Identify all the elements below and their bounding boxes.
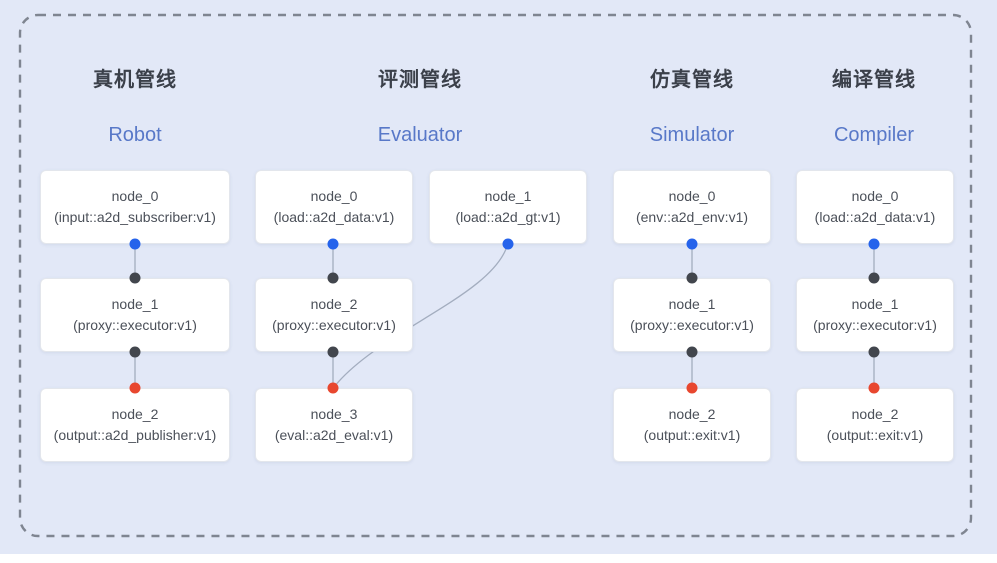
- node-box-compiler-node0: node_0 (load::a2d_data:v1): [796, 170, 954, 244]
- input-port-dot-black: [327, 272, 339, 284]
- pipeline-title-en-simulator: Simulator: [649, 124, 735, 146]
- node-detail: (load::a2d_gt:v1): [455, 209, 561, 225]
- dashed-boundary: [18, 13, 973, 538]
- output-port-dot-blue: [868, 238, 880, 250]
- node-detail: (proxy::executor:v1): [813, 317, 937, 333]
- node-box-evaluator-node2: node_2 (proxy::executor:v1): [255, 278, 413, 352]
- input-port-dot-black: [686, 272, 698, 284]
- output-port-dot-blue: [327, 238, 339, 250]
- pipeline-title-en-robot: Robot: [108, 124, 162, 146]
- node-name: node_2: [851, 406, 899, 422]
- node-detail: (output::a2d_publisher:v1): [53, 427, 217, 443]
- node-detail: (env::a2d_env:v1): [635, 209, 749, 225]
- node-detail: (eval::a2d_eval:v1): [274, 427, 394, 443]
- node-box-evaluator-node1: node_1 (load::a2d_gt:v1): [429, 170, 587, 244]
- node-box-robot-node2: node_2 (output::a2d_publisher:v1): [40, 388, 230, 462]
- input-port-dot-black: [129, 272, 141, 284]
- bottom-white-strip: [0, 554, 997, 563]
- output-port-dot-black: [327, 346, 339, 358]
- node-box-compiler-node2: node_2 (output::exit:v1): [796, 388, 954, 462]
- pipeline-title-zh-compiler: 编译管线: [832, 69, 916, 91]
- node-box-simulator-node2: node_2 (output::exit:v1): [613, 388, 771, 462]
- node-name: node_3: [310, 406, 358, 422]
- pipeline-title-zh-robot: 真机管线: [93, 69, 177, 91]
- input-port-dot-red: [129, 382, 141, 394]
- node-box-simulator-node1: node_1 (proxy::executor:v1): [613, 278, 771, 352]
- node-box-evaluator-node0: node_0 (load::a2d_data:v1): [255, 170, 413, 244]
- node-name: node_2: [111, 406, 159, 422]
- pipeline-title-zh-simulator: 仿真管线: [650, 69, 734, 91]
- node-box-simulator-node0: node_0 (env::a2d_env:v1): [613, 170, 771, 244]
- node-detail: (load::a2d_data:v1): [814, 209, 936, 225]
- node-detail: (output::exit:v1): [826, 427, 924, 443]
- node-detail: (proxy::executor:v1): [272, 317, 396, 333]
- node-name: node_1: [668, 296, 716, 312]
- node-detail: (load::a2d_data:v1): [273, 209, 395, 225]
- node-name: node_1: [851, 296, 899, 312]
- pipeline-title-en-evaluator: Evaluator: [377, 124, 463, 146]
- node-box-compiler-node1: node_1 (proxy::executor:v1): [796, 278, 954, 352]
- node-name: node_0: [668, 188, 716, 204]
- node-name: node_2: [668, 406, 716, 422]
- output-port-dot-black: [868, 346, 880, 358]
- output-port-dot-black: [129, 346, 141, 358]
- output-port-dot-blue: [129, 238, 141, 250]
- pipeline-title-zh-evaluator: 评测管线: [378, 69, 462, 91]
- input-port-dot-red: [686, 382, 698, 394]
- node-name: node_0: [111, 188, 159, 204]
- node-box-evaluator-node3: node_3 (eval::a2d_eval:v1): [255, 388, 413, 462]
- node-detail: (proxy::executor:v1): [73, 317, 197, 333]
- input-port-dot-red: [868, 382, 880, 394]
- node-name: node_2: [310, 296, 358, 312]
- node-name: node_0: [310, 188, 358, 204]
- input-port-dot-red: [327, 382, 339, 394]
- edge-eval-n1-n3: [333, 242, 509, 388]
- input-port-dot-black: [868, 272, 880, 284]
- node-name: node_1: [111, 296, 159, 312]
- node-name: node_0: [851, 188, 899, 204]
- output-port-dot-blue: [502, 238, 514, 250]
- pipeline-title-en-compiler: Compiler: [833, 124, 915, 146]
- node-box-robot-node1: node_1 (proxy::executor:v1): [40, 278, 230, 352]
- node-name: node_1: [484, 188, 532, 204]
- output-port-dot-blue: [686, 238, 698, 250]
- node-box-robot-node0: node_0 (input::a2d_subscriber:v1): [40, 170, 230, 244]
- output-port-dot-black: [686, 346, 698, 358]
- node-detail: (input::a2d_subscriber:v1): [54, 209, 216, 225]
- node-detail: (proxy::executor:v1): [630, 317, 754, 333]
- node-detail: (output::exit:v1): [643, 427, 741, 443]
